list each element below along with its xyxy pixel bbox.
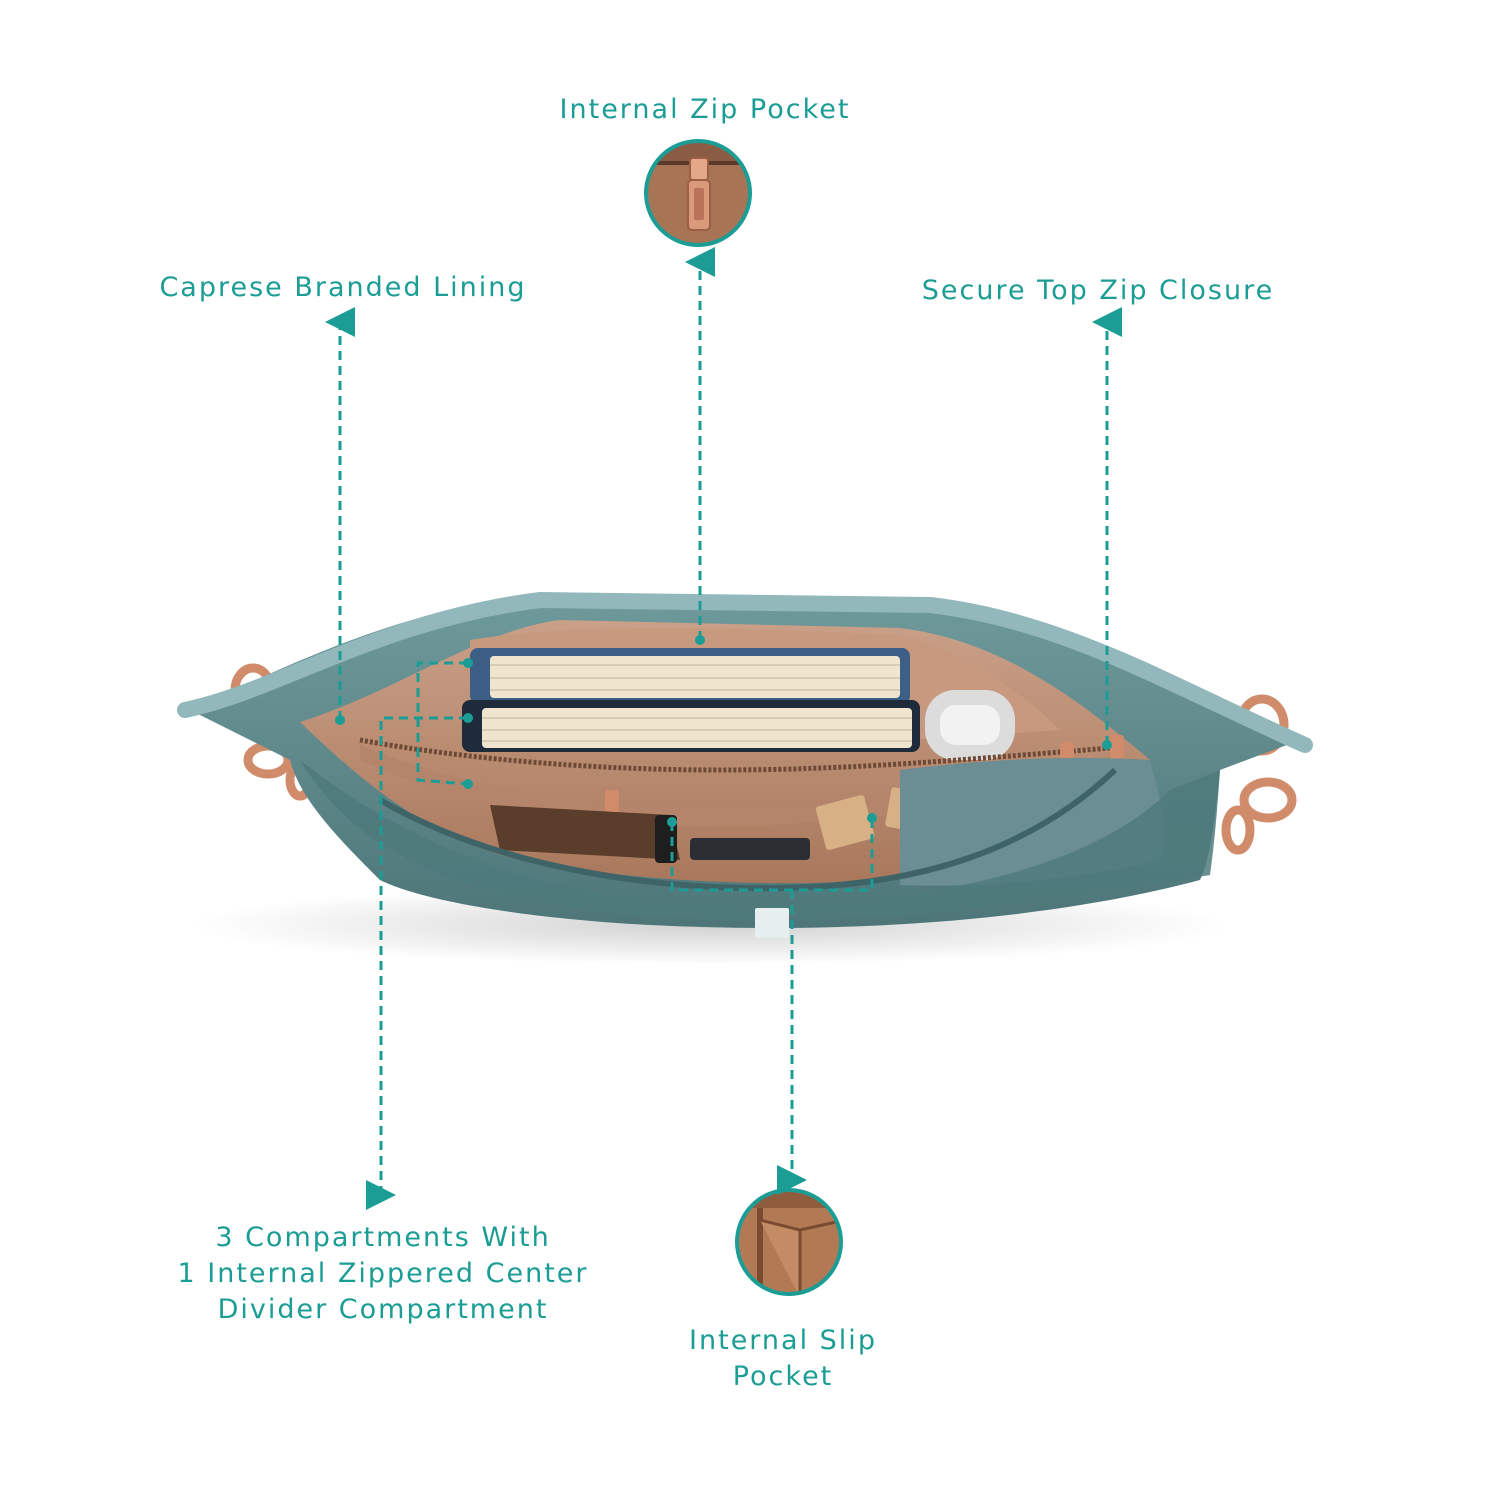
label-compartments: 3 Compartments With 1 Internal Zippered …	[133, 1220, 633, 1328]
notebook-icon	[470, 648, 910, 704]
label-compartments-line2: 1 Internal Zippered Center	[177, 1258, 589, 1289]
label-internal-zip-pocket: Internal Zip Pocket	[559, 94, 851, 125]
slip-pocket-inset-icon	[735, 1188, 843, 1296]
label-compartments-line1: 3 Compartments With	[215, 1222, 551, 1253]
zip-pocket-inset-icon	[644, 139, 752, 247]
label-slip-pocket-line1: Internal Slip	[689, 1325, 877, 1356]
label-compartments-line3: Divider Compartment	[217, 1294, 549, 1325]
handbag-illustration	[177, 591, 1313, 938]
callout-leaders	[325, 247, 1122, 1210]
notebook-icon-2	[462, 700, 920, 752]
label-top-zip-closure: Secure Top Zip Closure	[921, 275, 1275, 306]
bottle-icon	[925, 690, 1015, 760]
label-slip-pocket: Internal Slip Pocket	[633, 1323, 933, 1395]
brand-tag-icon	[755, 908, 789, 938]
label-slip-pocket-line2: Pocket	[732, 1361, 834, 1392]
label-branded-lining: Caprese Branded Lining	[159, 272, 527, 303]
pen-icon	[690, 838, 810, 860]
callout-dots	[335, 635, 1112, 827]
